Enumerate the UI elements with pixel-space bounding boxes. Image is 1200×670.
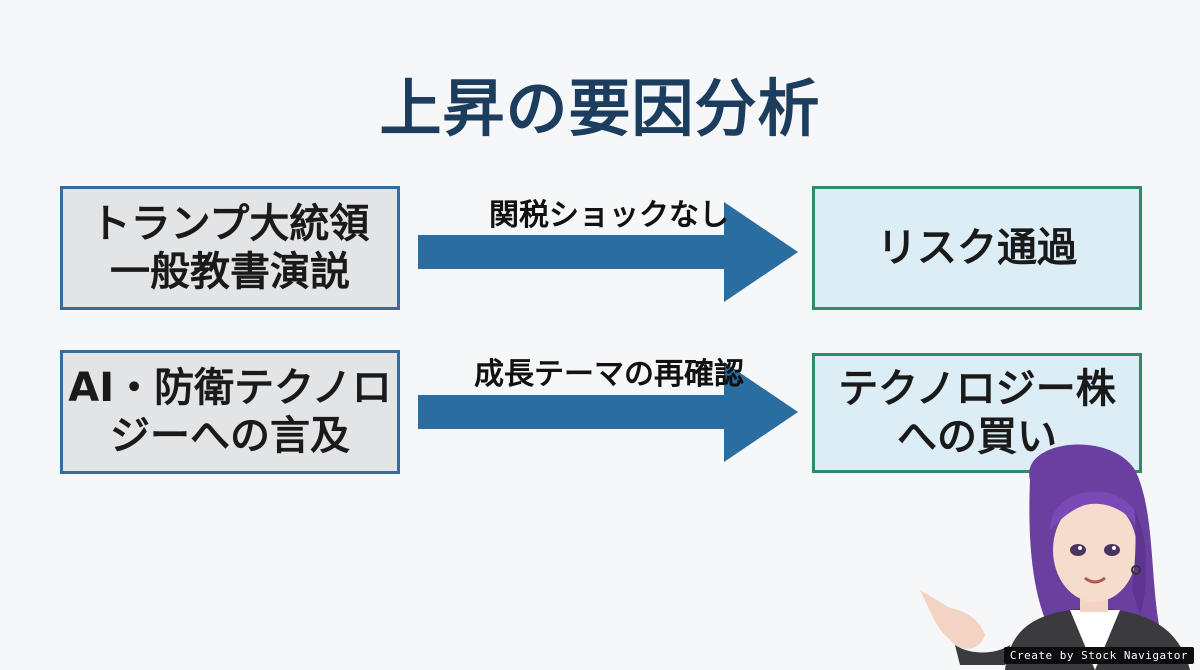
- credit-badge: Create by Stock Navigator: [1003, 647, 1194, 664]
- arrow-label-2: 成長テーマの再確認: [474, 357, 744, 392]
- effect-box-1: リスク通過: [812, 186, 1142, 310]
- pointing-character-icon: [920, 444, 1190, 670]
- arrow-right-2: [418, 362, 798, 462]
- cause-box-2: AI・防衛テクノロ ジーへの言及: [60, 350, 400, 474]
- slide-title: 上昇の要因分析: [379, 72, 821, 145]
- arrow-right-1: [418, 202, 798, 302]
- cause-box-1: トランプ大統領 一般教書演説: [60, 186, 400, 310]
- effect-box-2: テクノロジー株 への買い: [812, 353, 1142, 473]
- arrow-label-1: 関税ショックなし: [489, 198, 729, 233]
